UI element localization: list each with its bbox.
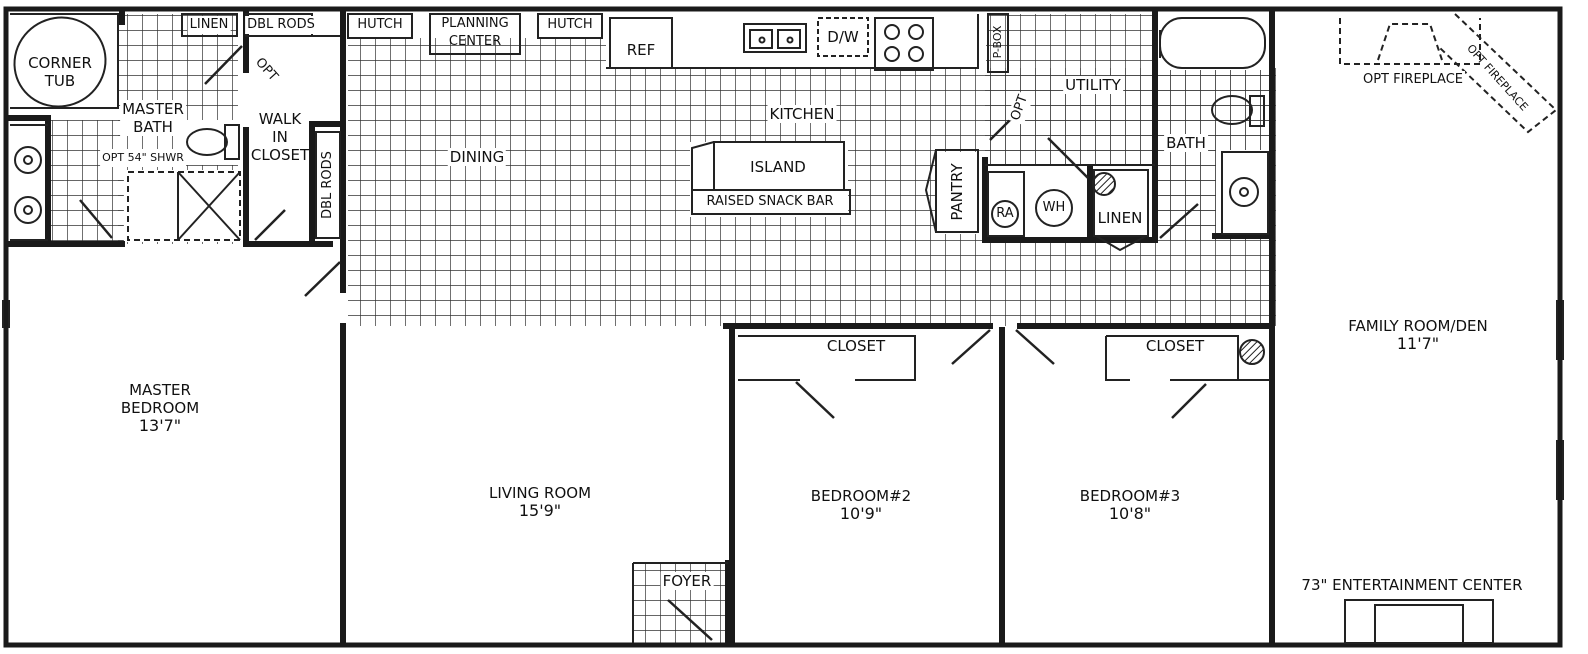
- walk-in-closet-label: WALK IN CLOSET: [250, 110, 310, 164]
- hutch-right-label: HUTCH: [547, 17, 593, 32]
- planning-center-label: PLANNING CENTER: [441, 16, 509, 49]
- bath-label: BATH: [1164, 134, 1208, 152]
- exterior-walls: [3, 6, 1563, 648]
- family-room-size: 11'7": [1396, 334, 1440, 353]
- closet-b3-label: CLOSET: [1145, 337, 1205, 355]
- bedroom3-label: BEDROOM#3 10'8": [1079, 487, 1181, 523]
- bedroom2-size: 10'9": [839, 504, 883, 523]
- master-bedroom-label: MASTER BEDROOM 13'7": [120, 381, 200, 435]
- master-bedroom-size: 13'7": [138, 416, 182, 435]
- fixture-lines: [2, 13, 1564, 644]
- family-room-label: FAMILY ROOM/DEN 11'7": [1348, 317, 1488, 353]
- kitchen-label: KITCHEN: [767, 105, 837, 123]
- pantry-label: PANTRY: [948, 163, 966, 221]
- bedroom3-size: 10'8": [1108, 504, 1152, 523]
- utility-label: UTILITY: [1063, 76, 1123, 94]
- foyer-label: FOYER: [660, 572, 714, 590]
- entertainment-center-label: 73" ENTERTAINMENT CENTER: [1301, 576, 1523, 594]
- dbl-rods-side-label: DBL RODS: [320, 151, 335, 219]
- snack-bar-label: RAISED SNACK BAR: [706, 194, 834, 209]
- wh-label: WH: [1042, 200, 1066, 215]
- pbox-label: P-BOX: [991, 25, 1004, 59]
- hutch-left-label: HUTCH: [357, 17, 403, 32]
- island-label: ISLAND: [750, 158, 806, 176]
- ref-label: REF: [626, 41, 656, 59]
- corner-tub-label: CORNER TUB: [28, 54, 92, 90]
- dining-label: DINING: [447, 148, 507, 166]
- bedroom2-label: BEDROOM#2 10'9": [810, 487, 912, 523]
- opt-fireplace-label: OPT FIREPLACE: [1360, 71, 1466, 89]
- linen-top-label: LINEN: [187, 16, 231, 34]
- ra-label: RA: [996, 206, 1014, 221]
- living-room-label: LIVING ROOM 15'9": [488, 484, 592, 520]
- counter-blanks: [124, 14, 1271, 242]
- dbl-rods-top-label: DBL RODS: [245, 16, 317, 34]
- dw-label: D/W: [827, 28, 859, 46]
- closet-b2-label: CLOSET: [826, 337, 886, 355]
- linen-utility-label: LINEN: [1097, 209, 1143, 227]
- opt-shower-label: OPT 54" SHWR: [100, 149, 186, 167]
- master-bath-label: MASTER BATH: [120, 100, 186, 136]
- interior-walls: [5, 11, 1275, 646]
- living-room-size: 15'9": [518, 501, 562, 520]
